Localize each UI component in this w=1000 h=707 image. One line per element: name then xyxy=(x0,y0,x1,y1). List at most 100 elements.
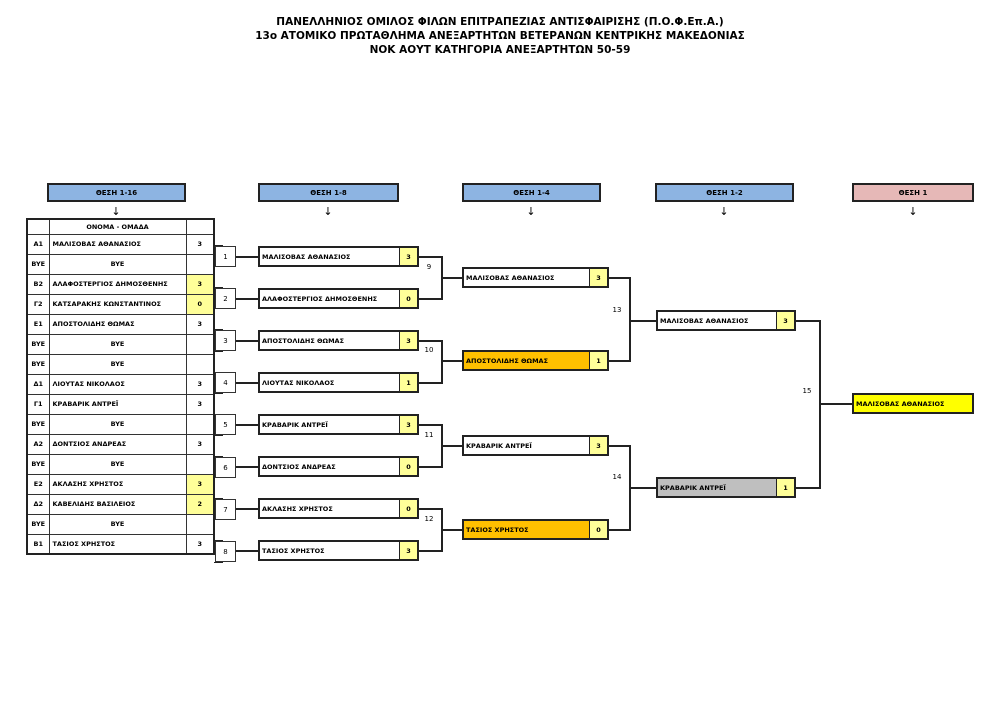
seed-code: BYE xyxy=(26,253,50,275)
player-name: ΛΙΟΥΤΑΣ ΝΙΚΟΛΑΟΣ xyxy=(48,373,187,395)
bracket-line xyxy=(609,445,629,447)
bracket-line xyxy=(629,320,656,322)
match-number: 15 xyxy=(802,387,812,395)
bracket-line xyxy=(796,320,819,322)
player-name: ΚΑΤΣΑΡΑΚΗΣ ΚΩΝΣΤΑΝΤΙΝΟΣ xyxy=(48,293,187,315)
seed-code: Δ2 xyxy=(26,493,50,515)
match-number: 4 xyxy=(215,372,236,393)
player-score xyxy=(185,253,215,275)
seed-code: Ε1 xyxy=(26,313,50,335)
player-name: ΜΑΛΙΣΟΒΑΣ ΑΘΑΝΑΣΙΟΣ xyxy=(466,273,555,282)
bracket-line xyxy=(214,287,223,288)
player-name: ΜΑΛΙΣΟΒΑΣ ΑΘΑΝΑΣΙΟΣ xyxy=(262,252,351,261)
player-name: ΤΑΣΙΟΣ ΧΡΗΣΤΟΣ xyxy=(466,525,529,534)
match-number: 3 xyxy=(215,330,236,351)
header-round-2: ΘΕΣΗ 1-2 xyxy=(655,183,794,202)
match-number: 11 xyxy=(424,431,434,439)
bracket-line xyxy=(419,424,441,426)
bracket-line xyxy=(441,529,463,531)
seed-code: BYE xyxy=(26,353,50,375)
bracket-line xyxy=(796,487,819,489)
player-score xyxy=(185,413,215,435)
player-score: 3 xyxy=(185,313,215,335)
player-name: ΑΠΟΣΤΟΛΙΔΗΣ ΘΩΜΑΣ xyxy=(466,356,549,365)
player-score: 3 xyxy=(399,542,417,559)
match-number: 2 xyxy=(215,288,236,309)
player-score: 3 xyxy=(185,473,215,495)
player-name: ΑΛΑΦΟΣΤΕΡΓΙΟΣ ΔΗΜΟΣΘΕΝΗΣ xyxy=(262,294,378,303)
player-score: 0 xyxy=(399,500,417,517)
player-name: ΑΠΟΣΤΟΛΙΔΗΣ ΘΩΜΑΣ xyxy=(262,336,345,345)
match-number: 1 xyxy=(215,246,236,267)
bracket-line xyxy=(419,298,441,300)
player-name: ΜΑΛΙΣΟΒΑΣ ΑΘΑΝΑΣΙΟΣ xyxy=(660,316,749,325)
player-score: 0 xyxy=(589,521,607,538)
bracket-line xyxy=(419,256,441,258)
bracket-line xyxy=(629,487,656,489)
player-score: 2 xyxy=(185,493,215,515)
seed-table-header: ΟΝΟΜΑ - ΟΜΑΔΑ xyxy=(26,218,215,235)
player-score xyxy=(185,513,215,535)
player-name: BYE xyxy=(48,513,187,535)
match-number: 9 xyxy=(426,263,432,271)
bracket-line xyxy=(236,466,258,468)
player-score xyxy=(185,453,215,475)
bracket-line xyxy=(419,382,441,384)
player-score xyxy=(185,353,215,375)
seed-code: Α2 xyxy=(26,433,50,455)
player-score: 3 xyxy=(399,248,417,265)
player-score: 3 xyxy=(185,533,215,555)
bracket-line xyxy=(214,393,223,394)
seed-code: BYE xyxy=(26,453,50,475)
player-score: 0 xyxy=(399,290,417,307)
player-name: ΚΡΑΒΑΡΙΚ ΑΝΤΡΕΪ xyxy=(48,393,187,415)
bracket-line xyxy=(214,498,223,499)
bracket-line xyxy=(441,277,463,279)
bracket-line xyxy=(214,435,223,436)
name-team-header: ΟΝΟΜΑ - ΟΜΑΔΑ xyxy=(48,218,187,235)
player-box: ΑΠΟΣΤΟΛΙΔΗΣ ΘΩΜΑΣ 1 xyxy=(462,350,609,371)
bracket-line xyxy=(236,340,258,342)
player-score: 3 xyxy=(399,416,417,433)
bracket-line xyxy=(236,256,258,258)
player-score: 1 xyxy=(589,352,607,369)
match-number: 10 xyxy=(424,346,434,354)
player-score: 0 xyxy=(185,293,215,315)
player-name: BYE xyxy=(48,453,187,475)
bracket-line xyxy=(236,508,258,510)
arrow-down-icon: ↓ xyxy=(526,205,536,218)
player-score: 3 xyxy=(589,269,607,286)
title-line-2: 13ο ΑΤΟΜΙΚΟ ΠΡΩΤΑΘΛΗΜΑ ΑΝΕΞΑΡΤΗΤΩΝ ΒΕΤΕΡ… xyxy=(255,30,745,42)
header-winner: ΘΕΣΗ 1 xyxy=(852,183,974,202)
seed-code: Γ1 xyxy=(26,393,50,415)
player-name: BYE xyxy=(48,253,187,275)
bracket-line xyxy=(419,340,441,342)
player-name: ΑΚΛΑΣΗΣ ΧΡΗΣΤΟΣ xyxy=(48,473,187,495)
seed-code: Δ1 xyxy=(26,373,50,395)
header-round-8: ΘΕΣΗ 1-8 xyxy=(258,183,399,202)
header-round-4: ΘΕΣΗ 1-4 xyxy=(462,183,601,202)
match-number: 12 xyxy=(424,515,434,523)
bracket-line xyxy=(214,562,223,563)
seed-code: BYE xyxy=(26,333,50,355)
match-number: 5 xyxy=(215,414,236,435)
arrow-down-icon: ↓ xyxy=(323,205,333,218)
arrow-down-icon: ↓ xyxy=(719,205,729,218)
match-number: 6 xyxy=(215,457,236,478)
player-name: ΚΑΒΕΛΙΔΗΣ ΒΑΣΙΛΕΙΟΣ xyxy=(48,493,187,515)
header-round-16: ΘΕΣΗ 1-16 xyxy=(47,183,186,202)
player-name: ΜΑΛΙΣΟΒΑΣ ΑΘΑΝΑΣΙΟΣ xyxy=(856,399,945,408)
player-score: 3 xyxy=(185,373,215,395)
